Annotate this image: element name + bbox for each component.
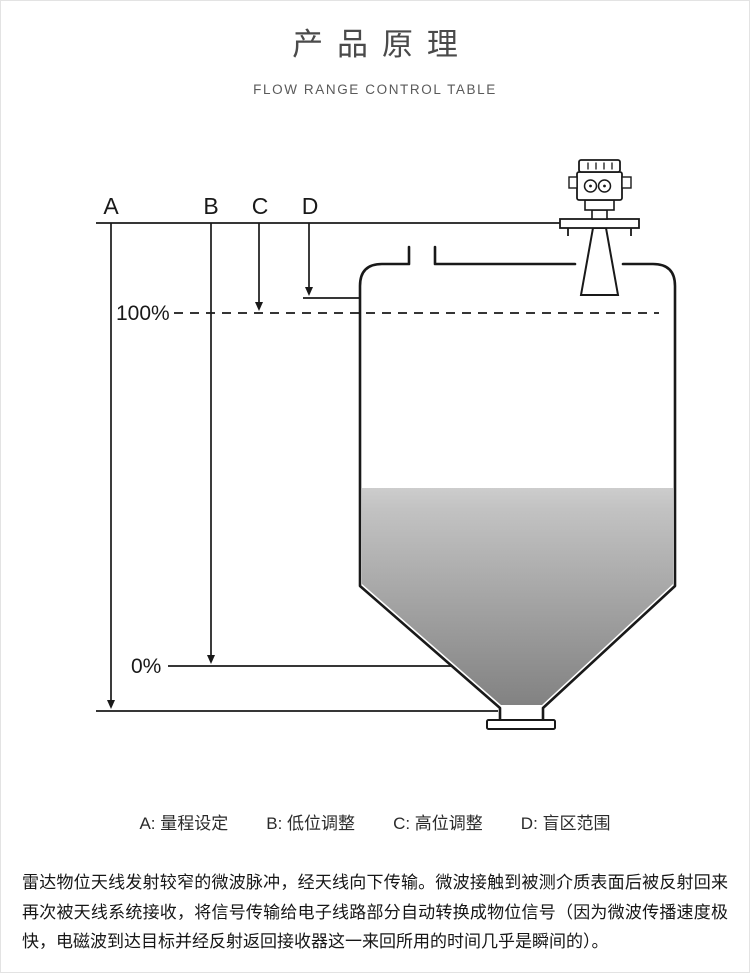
radar-sensor <box>559 159 640 297</box>
legend-item-d: D: 盲区范围 <box>520 814 611 834</box>
sensor-gland-left <box>568 176 578 189</box>
dimension-arrow-b <box>207 223 215 665</box>
label-a: A <box>103 193 119 219</box>
principle-description: 雷达物位天线发射较窄的微波脉冲，经天线向下传输。微波接触到被测介质表面后被反射回… <box>22 873 728 951</box>
display-dial-left-dot <box>589 184 592 188</box>
dimension-arrow-a <box>107 223 115 710</box>
full-level-label: 100% <box>116 302 170 325</box>
horn-antenna <box>579 227 620 297</box>
tank-radar-diagram: A B C D 100% 0% <box>96 159 677 731</box>
dimension-arrow-c <box>255 223 263 312</box>
tank-material-fill <box>362 488 673 706</box>
page-subtitle: FLOW RANGE CONTROL TABLE <box>253 82 497 97</box>
sensor-stem <box>591 209 608 220</box>
level-measurement-diagram: A B C D 100% 0% <box>1 148 749 793</box>
label-c: C <box>252 193 269 219</box>
sensor-hex-nut <box>584 199 615 211</box>
legend-item-a: A: 量程设定 <box>139 814 229 834</box>
empty-level-label: 0% <box>131 655 161 678</box>
page-header: 产品原理 FLOW RANGE CONTROL TABLE <box>1 1 749 98</box>
label-b: B <box>203 193 218 219</box>
dimension-legend: A: 量程设定 B: 低位调整 C: 高位调整 D: 盲区范围 <box>1 813 749 835</box>
dimension-arrow-d <box>305 223 313 297</box>
sensor-lid <box>578 159 621 174</box>
tank-outlet-flange <box>486 719 556 731</box>
legend-item-b: B: 低位调整 <box>266 814 356 834</box>
mounting-flange <box>559 218 640 230</box>
tank-outline <box>358 245 677 722</box>
label-d: D <box>302 193 319 219</box>
legend-item-c: C: 高位调整 <box>393 814 483 834</box>
display-dial-right-dot <box>603 184 606 188</box>
sensor-gland-right <box>621 176 632 189</box>
page-title: 产品原理 <box>292 27 472 62</box>
